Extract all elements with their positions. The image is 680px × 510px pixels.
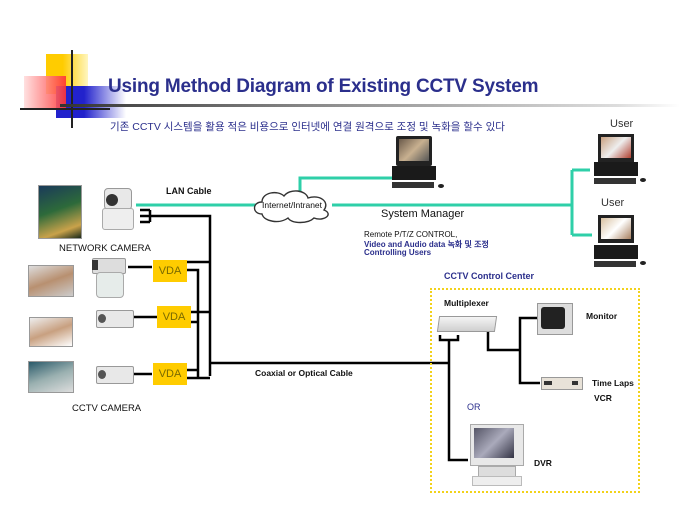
box-camera-icon <box>96 310 134 328</box>
cloud-label: Internet/Intranet <box>262 200 323 210</box>
cctv-scene-photo-3 <box>28 361 74 393</box>
vcr-label: VCR <box>594 393 612 403</box>
crt-monitor-icon <box>537 303 573 335</box>
cctv-scene-photo-1 <box>28 265 74 297</box>
control-center-box <box>430 288 640 493</box>
network-cam-connector <box>140 208 152 224</box>
system-manager-label: System Manager <box>381 208 465 220</box>
cctv-scene-photo-2 <box>29 317 73 347</box>
title-divider <box>60 104 680 107</box>
remote-control-label: Remote P/T/Z CONTROL, <box>364 230 458 239</box>
ptz-network-camera-icon <box>100 188 134 230</box>
dvr-label: DVR <box>534 458 552 468</box>
vda-unit-1: VDA <box>153 260 187 282</box>
lan-cloud-to-manager <box>298 176 392 192</box>
cloud-icon <box>248 188 338 224</box>
or-label: OR <box>467 402 481 412</box>
vda-unit-3: VDA <box>153 363 187 385</box>
ptz-cctv-camera-icon <box>92 256 128 298</box>
vda1-out2 <box>186 268 200 378</box>
user2-pc-icon <box>594 215 650 271</box>
user1-pc-icon <box>594 134 650 186</box>
video-audio-label: Video and Audio data 녹화 및 조정 <box>364 240 489 249</box>
network-cam-trunk <box>150 214 212 376</box>
control-center-label: CCTV Control Center <box>444 271 534 281</box>
page-subtitle: 기존 CCTV 시스템을 활용 적은 비용으로 인터넷에 연결 원격으로 조정 … <box>110 121 505 133</box>
cctv-camera-label: CCTV CAMERA <box>72 403 142 414</box>
mux-to-devices <box>486 316 540 385</box>
multiplexer-icon <box>436 316 498 332</box>
user2-label: User <box>601 197 625 209</box>
multiplexer-label: Multiplexer <box>444 298 489 308</box>
building-photo-icon <box>38 185 82 239</box>
network-camera-label: NETWORK CAMERA <box>59 243 151 254</box>
time-laps-label: Time Laps <box>592 378 634 388</box>
mux-connector <box>438 335 468 462</box>
vcr-icon <box>541 377 583 390</box>
dvr-computer-icon <box>470 424 524 486</box>
monitor-label: Monitor <box>586 311 618 321</box>
box-camera-icon <box>96 366 134 384</box>
controlling-users-label: Controlling Users <box>364 248 432 257</box>
slide-logo-icon <box>20 50 126 130</box>
desktop-pc-icon <box>392 136 444 192</box>
lan-cable-label: LAN Cable <box>166 186 212 196</box>
coax-cable-label: Coaxial or Optical Cable <box>255 368 353 378</box>
vda-unit-2: VDA <box>157 306 191 328</box>
page-title: Using Method Diagram of Existing CCTV Sy… <box>108 76 539 97</box>
user1-label: User <box>610 118 634 130</box>
